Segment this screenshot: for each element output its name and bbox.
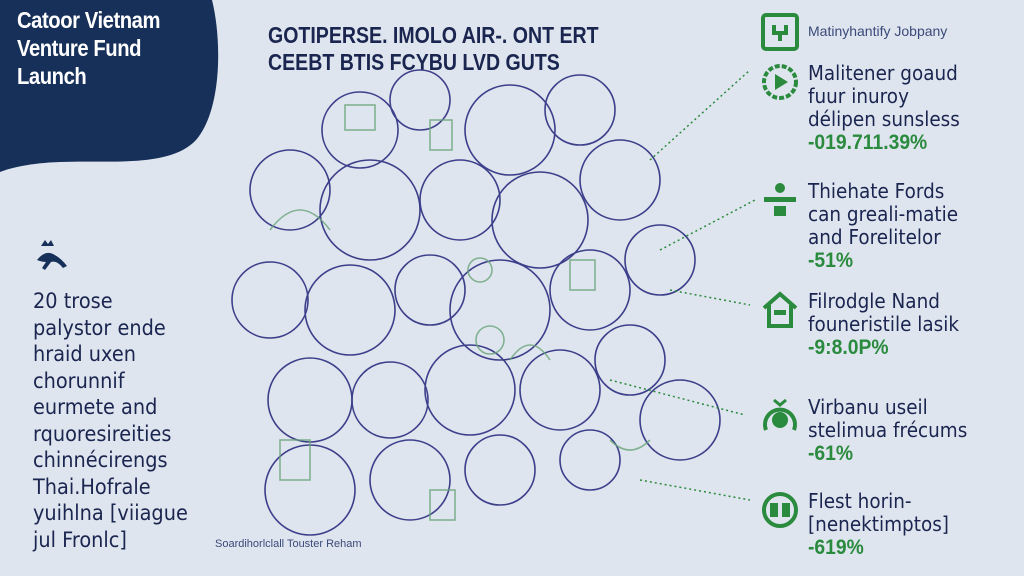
page-title: Catoor Vietnam Venture Fund Launch — [17, 6, 160, 90]
network-doodle-illustration — [231, 69, 756, 536]
item-text: and Forelitelor — [808, 225, 941, 249]
gear-play-icon — [762, 64, 798, 100]
description-line: yuihlna [viiague — [33, 501, 188, 525]
description-line: rquoresireities — [33, 421, 172, 446]
item-percent: -9:8.0P% — [808, 336, 889, 359]
house-icon — [762, 291, 798, 328]
title-banner-shape — [0, 0, 219, 172]
person-pipe-icon — [764, 183, 796, 216]
description-text: 20 trose palystor ende hraid uxen chorun… — [33, 288, 188, 553]
title-line: Venture Fund — [17, 35, 142, 61]
item-text: délipen sunsless — [808, 107, 960, 131]
company-name: Matinyhantify Jobpany — [808, 23, 948, 39]
company-row: Matinyhantify Jobpany — [760, 12, 947, 52]
item-percent: -019.711.39% — [808, 131, 928, 154]
item-text: fuur inuroy — [808, 84, 909, 108]
devices-icon — [762, 492, 798, 528]
item-text: stelimua frécums — [808, 418, 968, 442]
credit-text: Soardihorlclall Touster Reham — [215, 538, 362, 550]
description-line: jul Fronlc] — [33, 527, 127, 552]
description-line: chorunnif — [33, 368, 125, 393]
item-text: founeristile lasik — [808, 312, 959, 336]
crest-logo-icon — [37, 240, 67, 270]
title-line: Catoor Vietnam — [17, 7, 161, 33]
item-text: Thiehate Fords — [808, 179, 945, 203]
title-line: Launch — [17, 63, 87, 89]
item-percent: -619% — [808, 536, 864, 559]
description-line: 20 trose — [33, 289, 113, 313]
stat-item: Flest horin-[nenektimptos]-619% — [760, 490, 961, 559]
company-icon — [761, 13, 799, 51]
description-line: hraid uxen — [33, 342, 137, 366]
description-line: palystor ende — [33, 315, 166, 340]
item-percent: -51% — [808, 249, 854, 272]
item-text: Malitener goaud — [808, 61, 958, 85]
header-line: GOTIPERSE. IMOLO AIR-. ONT ERT — [268, 22, 599, 48]
description-line: chinnécirengs — [33, 448, 168, 472]
item-text: Virbanu useil — [808, 395, 928, 419]
item-text: can greali-matie — [808, 202, 959, 226]
item-text: [nenektimptos] — [808, 512, 949, 536]
description-line: eurmete and — [33, 395, 158, 419]
item-text: Flest horin- — [808, 489, 912, 513]
item-percent: -61% — [808, 442, 854, 465]
money-bag-icon — [763, 398, 797, 431]
description-line: Thai.Hofrale — [33, 474, 151, 499]
item-text: Filrodgle Nand — [808, 289, 940, 313]
